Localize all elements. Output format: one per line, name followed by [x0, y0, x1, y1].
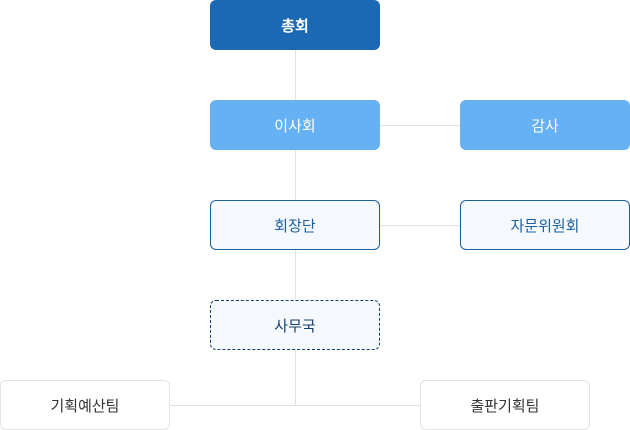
node-executive-group: 회장단 [210, 200, 380, 250]
node-board-of-directors: 이사회 [210, 100, 380, 150]
connector-board-auditor [380, 125, 460, 126]
node-planning-budget-team: 기획예산팀 [0, 380, 170, 430]
node-secretariat: 사무국 [210, 300, 380, 350]
connector-bottom-teams [170, 405, 420, 406]
node-auditor: 감사 [460, 100, 630, 150]
node-general-assembly: 총회 [210, 0, 380, 50]
node-publishing-planning-team: 출판기획팀 [420, 380, 590, 430]
node-advisory-committee: 자문위원회 [460, 200, 630, 250]
connector-exec-advisory [380, 225, 460, 226]
